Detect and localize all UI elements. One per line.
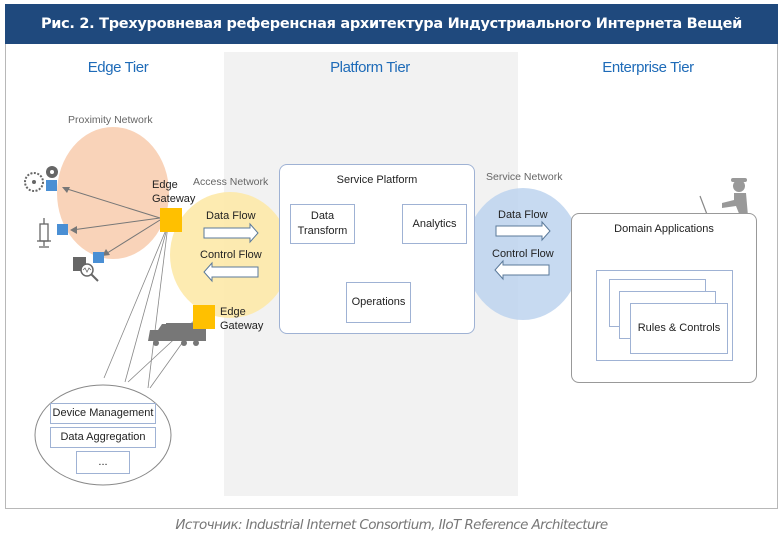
access-network-circle: [170, 192, 290, 318]
function-more: ...: [76, 451, 130, 474]
access-control-flow-label: Control Flow: [200, 249, 262, 261]
service-network-label: Service Network: [486, 171, 563, 183]
function-device-management: Device Management: [50, 403, 156, 424]
arrowhead: [62, 187, 70, 193]
service-control-flow-label: Control Flow: [492, 248, 554, 260]
access-data-flow-label: Data Flow: [206, 210, 256, 222]
service-data-flow-arrow: [495, 220, 551, 242]
device-node-gears: [46, 180, 57, 191]
platform-tier-label: Platform Tier: [330, 59, 410, 76]
proximity-network-label: Proximity Network: [68, 114, 153, 126]
enterprise-tier-label: Enterprise Tier: [602, 59, 694, 76]
source-caption: Источник: Industrial Internet Consortium…: [175, 517, 608, 533]
syringe-icon: [37, 218, 51, 248]
device-links: [63, 187, 161, 256]
figure-title: Рис. 2. Трехуровневая референсная архите…: [5, 4, 778, 44]
service-data-flow-label: Data Flow: [498, 209, 548, 221]
access-network-label: Access Network: [193, 176, 269, 188]
edge-gateway-bottom: [193, 305, 215, 329]
data-analysis-icon: [73, 257, 99, 282]
rules-controls-box: Rules & Controls: [630, 303, 728, 354]
arrowhead: [70, 226, 77, 234]
proximity-network-circle: [57, 127, 169, 259]
service-network-circle: [465, 188, 581, 320]
device-node-analysis: [93, 252, 104, 263]
service-platform-label: Service Platform: [336, 174, 418, 186]
gears-icon: [24, 172, 44, 192]
device-node-syringe: [57, 224, 68, 235]
edge-gateway-top: [160, 208, 182, 232]
operations-box: Operations: [346, 282, 411, 323]
domain-applications-label: Domain Applications: [614, 223, 714, 235]
access-control-flow-arrow: [203, 261, 259, 283]
service-control-flow-arrow: [494, 259, 550, 281]
analytics-box: Analytics: [402, 204, 467, 244]
access-data-flow-arrow: [203, 222, 259, 244]
function-data-aggregation: Data Aggregation: [50, 427, 156, 448]
user-at-laptop-icon: [718, 178, 748, 217]
edge-tier-label: Edge Tier: [87, 59, 149, 76]
